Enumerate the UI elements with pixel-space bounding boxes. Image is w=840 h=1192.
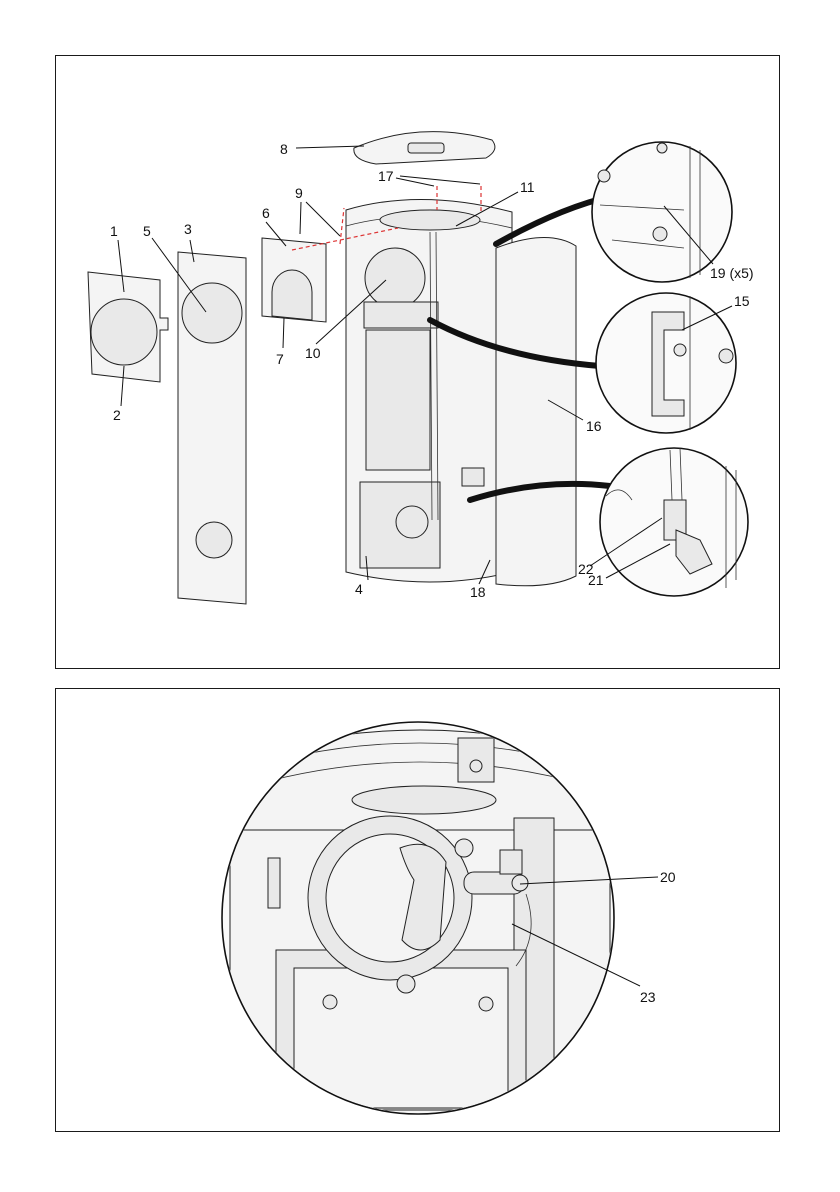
label-22: 22 xyxy=(578,561,594,577)
label-5: 5 xyxy=(143,223,151,239)
label-2: 2 xyxy=(113,407,121,423)
label-16: 16 xyxy=(586,418,602,434)
label-20: 20 xyxy=(660,869,676,885)
label-10: 10 xyxy=(305,345,321,361)
label-15: 15 xyxy=(734,293,750,309)
label-3: 3 xyxy=(184,221,192,237)
plate-part-6 xyxy=(262,238,326,322)
label-7: 7 xyxy=(276,351,284,367)
label-1: 1 xyxy=(110,223,118,239)
plate-part-3 xyxy=(178,252,246,604)
label-8: 8 xyxy=(280,141,288,157)
label-9: 9 xyxy=(295,185,303,201)
label-6: 6 xyxy=(262,205,270,221)
zoom-detail-21-22 xyxy=(600,448,748,596)
label-17: 17 xyxy=(378,168,394,184)
side-panel-part-16 xyxy=(496,237,576,585)
stove-body xyxy=(346,199,512,582)
label-19: 19 (x5) xyxy=(710,265,754,281)
top-lid-part-8 xyxy=(354,132,495,164)
plate-part-1 xyxy=(88,272,168,382)
label-4: 4 xyxy=(355,581,363,597)
bottom-zoom-detail xyxy=(222,722,614,1120)
label-18: 18 xyxy=(470,584,486,600)
label-11: 11 xyxy=(520,179,535,195)
label-23: 23 xyxy=(640,989,656,1005)
